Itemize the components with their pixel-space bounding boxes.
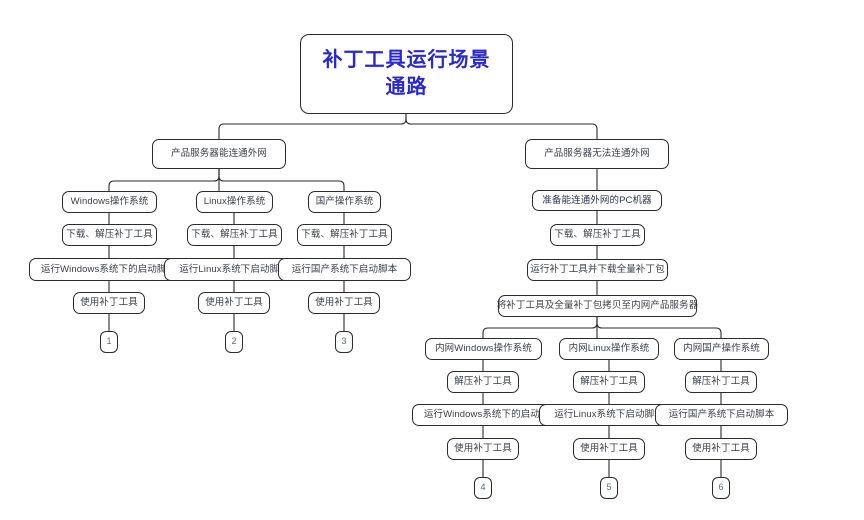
node-intranet-use-windows[interactable]: 使用补丁工具: [447, 438, 519, 460]
node-label: Windows操作系统: [70, 196, 149, 208]
node-script-domestic[interactable]: 运行国产系统下启动脚本: [278, 258, 411, 281]
node-terminal-1[interactable]: 1: [100, 331, 118, 353]
node-unzip-domestic[interactable]: 解压补丁工具: [685, 371, 757, 393]
node-label: 下载、解压补丁工具: [554, 229, 641, 241]
node-prepare-pc[interactable]: 准备能连通外网的PC机器: [532, 190, 662, 211]
node-label: 内网国产操作系统: [683, 343, 760, 355]
node-label: 运行Windows系统下的启动脚本: [423, 409, 560, 421]
node-label: Linux操作系统: [203, 196, 266, 208]
node-label: 运行Linux系统下启动脚本: [179, 263, 289, 275]
node-use-windows[interactable]: 使用补丁工具: [73, 292, 145, 314]
node-label: 下载、解压补丁工具: [66, 229, 153, 241]
node-terminal-6[interactable]: 6: [712, 477, 730, 499]
node-label: 产品服务器无法连通外网: [544, 148, 650, 160]
node-label: 3: [341, 336, 347, 347]
node-label: 使用补丁工具: [454, 443, 512, 455]
node-label: 下载、解压补丁工具: [191, 229, 278, 241]
node-terminal-2[interactable]: 2: [225, 331, 243, 353]
node-label: 5: [606, 482, 612, 493]
node-os-windows[interactable]: Windows操作系统: [62, 191, 157, 213]
node-label: 使用补丁工具: [315, 297, 373, 309]
node-label: 使用补丁工具: [692, 443, 750, 455]
node-branch-offline[interactable]: 产品服务器无法连通外网: [525, 139, 669, 169]
node-label: 产品服务器能连通外网: [170, 148, 267, 160]
node-label: 解压补丁工具: [454, 376, 512, 388]
node-root-title[interactable]: 补丁工具运行场景 通路: [300, 34, 513, 114]
node-label: 下载、解压补丁工具: [301, 229, 388, 241]
node-label: 2: [231, 336, 237, 347]
node-intranet-use-linux[interactable]: 使用补丁工具: [573, 438, 645, 460]
node-label: 使用补丁工具: [580, 443, 638, 455]
node-copy-to-intranet[interactable]: 将补丁工具及全量补丁包拷贝至内网产品服务器: [496, 295, 699, 317]
node-use-domestic[interactable]: 使用补丁工具: [308, 292, 380, 314]
node-label: 将补丁工具及全量补丁包拷贝至内网产品服务器: [496, 300, 699, 312]
node-os-domestic[interactable]: 国产操作系统: [308, 191, 381, 213]
node-intranet-domestic[interactable]: 内网国产操作系统: [674, 338, 769, 360]
node-branch-online[interactable]: 产品服务器能连通外网: [152, 139, 286, 169]
node-use-linux[interactable]: 使用补丁工具: [198, 292, 270, 314]
node-download-linux[interactable]: 下载、解压补丁工具: [187, 224, 282, 246]
node-intranet-use-domestic[interactable]: 使用补丁工具: [685, 438, 757, 460]
node-unzip-windows[interactable]: 解压补丁工具: [447, 371, 519, 393]
node-label: 使用补丁工具: [205, 297, 263, 309]
root-title-line2: 通路: [385, 76, 428, 98]
node-label: 运行Windows系统下的启动脚本: [40, 263, 177, 275]
root-title-text: 补丁工具运行场景 通路: [323, 47, 491, 101]
node-label: 解压补丁工具: [580, 376, 638, 388]
node-label: 运行国产系统下启动脚本: [291, 263, 398, 275]
node-download-domestic[interactable]: 下载、解压补丁工具: [297, 224, 392, 246]
node-download-pc[interactable]: 下载、解压补丁工具: [550, 224, 645, 246]
node-label: 解压补丁工具: [692, 376, 750, 388]
node-label: 4: [480, 482, 486, 493]
node-intranet-script-domestic[interactable]: 运行国产系统下启动脚本: [655, 404, 788, 426]
node-label: 运行补丁工具并下载全量补丁包: [530, 264, 665, 276]
node-label: 运行国产系统下启动脚本: [668, 409, 775, 421]
node-label: 运行Linux系统下启动脚本: [554, 409, 664, 421]
node-label: 内网Linux操作系统: [568, 343, 650, 355]
node-os-linux[interactable]: Linux操作系统: [196, 191, 273, 213]
node-label: 准备能连通外网的PC机器: [542, 194, 652, 206]
root-title-line1: 补丁工具运行场景: [322, 49, 491, 71]
node-terminal-5[interactable]: 5: [600, 477, 618, 499]
node-download-windows[interactable]: 下载、解压补丁工具: [62, 224, 157, 246]
node-intranet-windows[interactable]: 内网Windows操作系统: [425, 338, 542, 360]
node-unzip-linux[interactable]: 解压补丁工具: [573, 371, 645, 393]
node-label: 使用补丁工具: [80, 297, 138, 309]
node-label: 内网Windows操作系统: [435, 343, 532, 355]
node-label: 国产操作系统: [315, 196, 374, 208]
node-download-full-package[interactable]: 运行补丁工具并下载全量补丁包: [527, 259, 668, 281]
node-terminal-4[interactable]: 4: [474, 477, 492, 499]
node-terminal-3[interactable]: 3: [335, 331, 353, 353]
node-intranet-linux[interactable]: 内网Linux操作系统: [559, 338, 659, 360]
node-label: 1: [106, 336, 112, 347]
node-label: 6: [718, 482, 724, 493]
